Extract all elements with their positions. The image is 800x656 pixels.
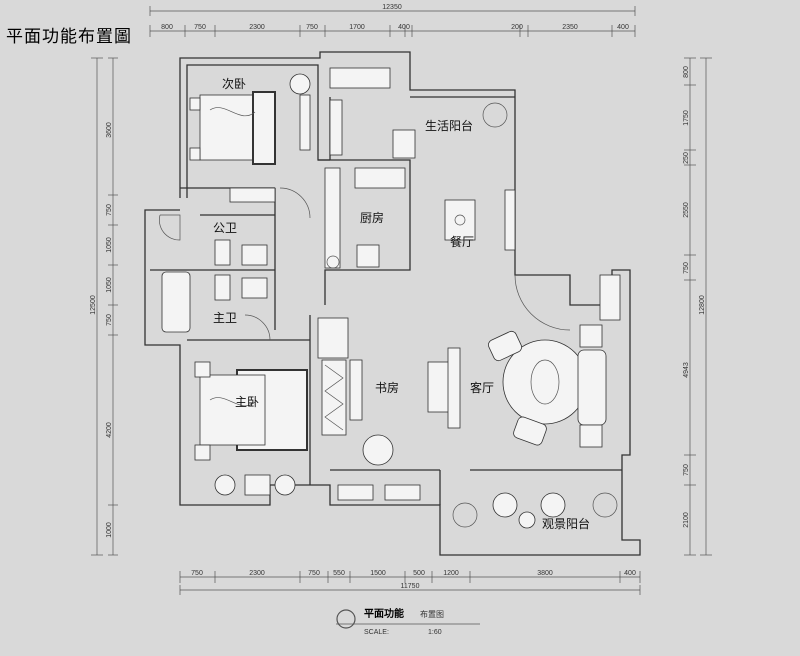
dim-top-6: 400 xyxy=(398,24,410,31)
dim-right-total: 12800 xyxy=(699,295,706,315)
dim-top-3: 2300 xyxy=(249,24,265,31)
dim-left-1: 3600 xyxy=(106,122,113,138)
dim-left-6: 4200 xyxy=(106,422,113,438)
dim-bottom-2: 2300 xyxy=(249,570,265,577)
dim-right-5: 750 xyxy=(683,262,690,274)
dim-bottom-6: 500 xyxy=(413,570,425,577)
label-kitchen: 厨房 xyxy=(360,210,384,225)
dim-bottom-8: 3800 xyxy=(537,570,553,577)
dim-left-4: 1050 xyxy=(106,277,113,293)
label-living: 客厅 xyxy=(470,380,494,395)
dim-top-2: 750 xyxy=(194,24,206,31)
master-bedroom xyxy=(194,361,308,496)
scale-label: SCALE: xyxy=(364,629,389,636)
study xyxy=(317,317,461,501)
service-area xyxy=(324,67,516,269)
dim-left-5: 750 xyxy=(106,314,113,326)
dim-bottom-4: 550 xyxy=(333,570,345,577)
dim-right-6: 4943 xyxy=(683,362,690,378)
dim-right-8: 2100 xyxy=(683,512,690,528)
legend-subtitle: 布置图 xyxy=(420,609,444,619)
dim-top-total: 12350 xyxy=(382,4,402,11)
dim-right-4: 2550 xyxy=(683,202,690,218)
label-service-balcony: 生活阳台 xyxy=(425,118,473,133)
label-master-bath: 主卫 xyxy=(213,311,237,325)
dim-left-3: 1050 xyxy=(106,237,113,253)
bathrooms xyxy=(159,214,268,333)
label-secondary-bedroom: 次卧 xyxy=(222,77,246,91)
dim-left-7: 1000 xyxy=(106,522,113,538)
dim-bottom-5: 1500 xyxy=(370,570,386,577)
dim-top-1: 800 xyxy=(161,24,173,31)
dim-bottom-1: 750 xyxy=(191,570,203,577)
legend-title: 平面功能 xyxy=(364,607,404,620)
bottom-dimensions: 750 2300 750 550 1500 500 1200 3800 400 … xyxy=(179,570,641,595)
dim-bottom-total: 11750 xyxy=(401,583,420,590)
dim-left-2: 750 xyxy=(106,204,113,216)
title-block: 平面功能 布置图 SCALE: 1:60 xyxy=(336,607,480,636)
dim-right-1: 800 xyxy=(683,66,690,78)
secondary-bedroom xyxy=(189,73,311,203)
living-room xyxy=(488,274,621,448)
dim-top-9: 400 xyxy=(617,24,629,31)
label-master-bedroom: 主卧 xyxy=(235,395,259,409)
dim-bottom-3: 750 xyxy=(308,570,320,577)
dim-top-8: 2350 xyxy=(562,24,578,31)
dim-top-4: 750 xyxy=(306,24,318,31)
label-dining: 餐厅 xyxy=(450,234,474,249)
scale-value: 1:60 xyxy=(428,629,442,636)
label-public-bath: 公卫 xyxy=(213,221,237,235)
right-dimensions: 800 1750 250 2550 750 4943 750 2100 1280… xyxy=(683,57,712,556)
left-dimensions: 12500 3600 750 1050 1050 750 4200 1000 xyxy=(90,57,118,556)
dim-left-total: 12500 xyxy=(90,295,97,315)
view-balcony xyxy=(452,492,618,529)
label-view-balcony: 观景阳台 xyxy=(542,516,590,531)
dim-bottom-9: 400 xyxy=(624,570,636,577)
dim-right-3: 250 xyxy=(683,152,690,164)
top-dimensions: 12350 800 750 2300 750 1700 400 200 2350… xyxy=(149,4,636,37)
dim-top-7: 200 xyxy=(511,24,523,31)
dim-right-2: 1750 xyxy=(683,110,690,126)
walls xyxy=(144,51,641,556)
dim-bottom-7: 1200 xyxy=(443,570,459,577)
page-title: 平面功能布置圖 xyxy=(6,27,132,47)
dim-top-5: 1700 xyxy=(349,24,365,31)
label-study: 书房 xyxy=(375,380,399,395)
dim-right-7: 750 xyxy=(683,464,690,476)
